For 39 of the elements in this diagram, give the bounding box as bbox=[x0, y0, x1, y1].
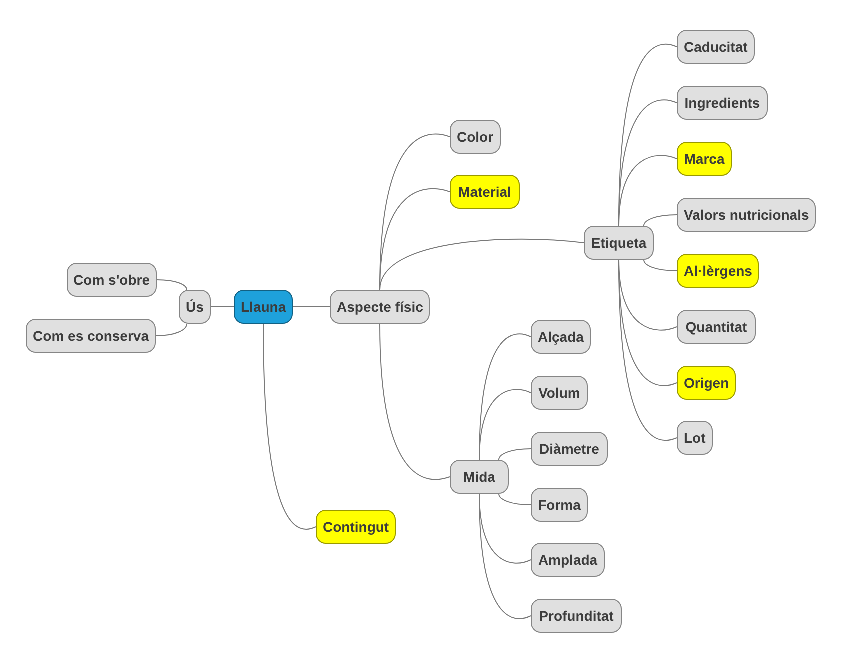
topic-node: Mida bbox=[450, 460, 509, 494]
connector-line bbox=[618, 155, 678, 226]
connector-line bbox=[263, 324, 316, 530]
topic-node: Profunditat bbox=[531, 599, 622, 633]
connector-line bbox=[380, 324, 450, 480]
topic-node: Volum bbox=[531, 376, 588, 410]
connector-line bbox=[644, 260, 678, 272]
central-topic: Llauna bbox=[234, 290, 294, 324]
connector-line bbox=[644, 214, 678, 226]
topic-node: Com es conserva bbox=[26, 319, 156, 353]
topic-node: Com s'obre bbox=[66, 263, 157, 297]
topic-node: Origen bbox=[677, 366, 736, 400]
topic-node: Quantitat bbox=[677, 310, 756, 344]
connector-line bbox=[210, 306, 234, 308]
connector-line bbox=[292, 306, 330, 308]
topic-node: Color bbox=[450, 120, 501, 154]
topic-node: Caducitat bbox=[677, 30, 755, 64]
topic-node: Amplada bbox=[531, 543, 605, 577]
connector-line bbox=[156, 324, 188, 336]
topic-node: Ús bbox=[179, 290, 211, 324]
topic-node: Lot bbox=[677, 421, 713, 455]
connector-line bbox=[618, 260, 678, 442]
connector-line bbox=[498, 448, 532, 460]
topic-node: Material bbox=[450, 175, 520, 209]
topic-node: Alçada bbox=[531, 320, 591, 354]
topic-node: Etiqueta bbox=[584, 226, 654, 260]
topic-node: Valors nutricionals bbox=[677, 198, 816, 232]
topic-node: Ingredients bbox=[677, 86, 768, 120]
topic-node: Marca bbox=[677, 142, 732, 176]
connector-line bbox=[156, 280, 188, 290]
topic-node: Forma bbox=[531, 488, 588, 522]
connector-line bbox=[479, 389, 532, 460]
topic-node: Contingut bbox=[316, 510, 396, 544]
connector-line bbox=[479, 494, 532, 620]
topic-node: Al·lèrgens bbox=[677, 254, 760, 288]
connector-line bbox=[380, 238, 584, 290]
connector-line bbox=[498, 494, 532, 506]
topic-node: Diàmetre bbox=[531, 432, 608, 466]
topic-node: Aspecte físic bbox=[330, 290, 430, 324]
